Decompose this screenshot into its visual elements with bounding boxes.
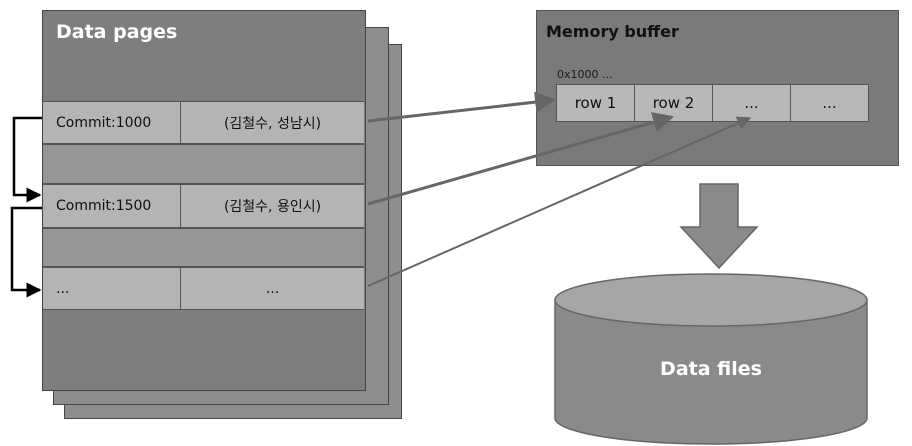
commit-label: ... — [43, 268, 181, 309]
version-chain-arrow-2 — [10, 206, 42, 298]
memory-address: 0x1000 ... — [557, 68, 613, 81]
empty-row — [43, 228, 364, 267]
data-row-commit-1500: Commit:1500 (김철수, 용인시) — [43, 184, 364, 228]
data-pages-title: Data pages — [56, 21, 178, 43]
row-value: (김철수, 용인시) — [223, 199, 322, 215]
data-files-label: Data files — [660, 358, 762, 380]
version-chain-arrow-1 — [12, 116, 42, 203]
data-files-cylinder — [554, 273, 868, 445]
arrow-row1-to-buffer — [367, 91, 557, 123]
commit-label: Commit:1000 — [43, 102, 181, 143]
arrow-row2-to-buffer — [367, 112, 675, 206]
flush-down-arrow — [679, 183, 759, 270]
data-row-ellipsis: ... ... — [43, 267, 364, 310]
buffer-slot-ellipsis: ... — [790, 84, 869, 122]
buffer-slot-row-1: row 1 — [556, 84, 635, 122]
data-page-front: Data pages Commit:1000 (김철수, 성남시) Commit… — [42, 10, 366, 391]
buffer-slot-ellipsis: ... — [712, 84, 791, 122]
commit-label: Commit:1500 — [43, 185, 181, 227]
row-value: (김철수, 성남시) — [223, 115, 322, 132]
empty-row — [43, 144, 364, 184]
row-value: ... — [265, 280, 280, 297]
memory-buffer-title: Memory buffer — [546, 22, 679, 41]
data-row-commit-1000: Commit:1000 (김철수, 성남시) — [43, 101, 364, 144]
arrow-row3-to-buffer — [367, 116, 752, 287]
